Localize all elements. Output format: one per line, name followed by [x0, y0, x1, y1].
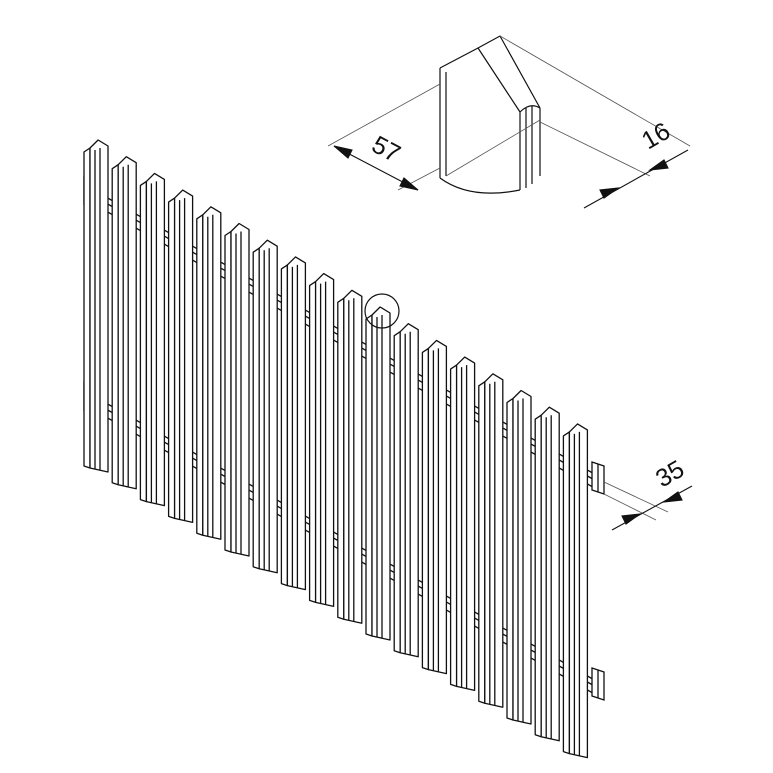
picket-side	[167, 197, 176, 520]
picket-detail-view	[439, 35, 691, 194]
picket-face	[145, 172, 166, 507]
picket	[337, 289, 363, 624]
picket-side	[337, 297, 345, 620]
picket-side	[83, 147, 91, 469]
picket	[449, 356, 476, 692]
picket	[83, 139, 109, 473]
fence-pickets	[83, 139, 589, 759]
picket	[280, 256, 307, 591]
detail-callout-circle	[364, 293, 400, 329]
picket	[111, 156, 137, 490]
picket-face	[512, 389, 532, 725]
picket-side	[111, 164, 119, 486]
picket	[196, 206, 222, 540]
picket-side	[449, 364, 458, 688]
picket	[308, 272, 335, 608]
picket-face	[427, 339, 448, 675]
picket-side	[280, 264, 289, 587]
picket	[562, 423, 589, 759]
picket-face	[173, 189, 194, 524]
picket-face	[258, 239, 278, 574]
picket-side	[196, 214, 204, 536]
picket-side	[252, 247, 260, 570]
picket	[393, 323, 419, 658]
picket-face	[371, 306, 391, 641]
picket-side	[506, 397, 514, 721]
dimension-label-35: 35	[651, 455, 689, 493]
picket	[478, 373, 504, 708]
picket-face	[484, 373, 504, 708]
picket-side	[365, 314, 373, 637]
picket	[139, 172, 166, 507]
picket-side	[478, 381, 486, 704]
picket-face	[89, 139, 109, 473]
picket	[365, 306, 391, 641]
picket-face	[399, 323, 419, 658]
picket	[252, 239, 278, 574]
picket	[534, 406, 560, 742]
picket-face	[568, 423, 589, 759]
picket-side	[562, 431, 571, 755]
picket-side	[534, 414, 542, 738]
picket	[421, 339, 448, 675]
picket-face	[314, 272, 335, 608]
dimension-35	[603, 481, 693, 531]
dimension-label-57: 57	[367, 131, 405, 169]
picket-side	[421, 347, 430, 671]
picket	[167, 189, 194, 524]
picket-side	[224, 230, 232, 553]
picket	[224, 222, 250, 557]
picket-face	[540, 406, 560, 742]
picket	[506, 389, 532, 725]
picket-face	[343, 289, 363, 624]
rail-end-right-top	[591, 461, 605, 495]
rail-end-right-bottom	[591, 667, 605, 701]
picket-face	[455, 356, 476, 692]
picket-face	[286, 256, 307, 591]
picket-face	[202, 206, 222, 540]
picket-face	[230, 222, 250, 557]
picket-side	[393, 331, 401, 654]
picket-face	[117, 156, 137, 490]
picket-side	[139, 180, 148, 503]
dimension-16	[583, 149, 689, 209]
picket-side	[308, 280, 317, 604]
dimension-label-16: 16	[637, 117, 675, 155]
dimension-57	[327, 83, 441, 191]
